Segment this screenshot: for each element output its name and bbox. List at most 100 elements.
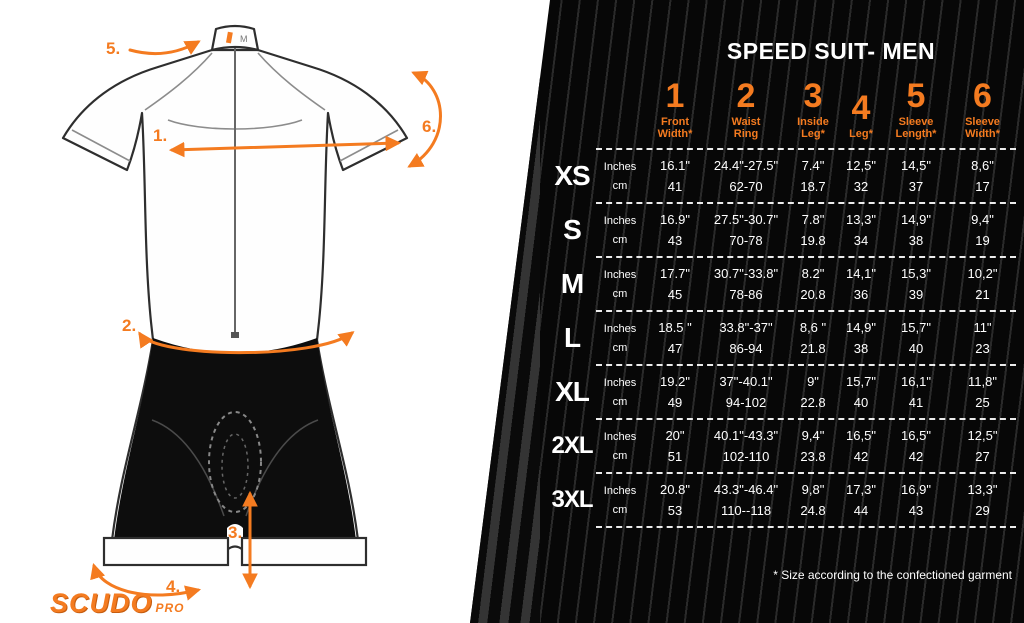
cm-value: 43 [908, 502, 924, 518]
cm-value: 21.8 [800, 340, 826, 356]
collar-logo-icon [225, 31, 233, 44]
value-cell: 8,6"17 [950, 158, 1015, 194]
row-separator [596, 202, 1016, 204]
arrow-5-shoulder [128, 40, 201, 56]
row-separator [596, 256, 1016, 258]
unit-cell: Inches cm [596, 161, 644, 192]
value-cell: 15,3"39 [882, 266, 950, 302]
inches-value: 20" [665, 427, 685, 443]
unit-inches: Inches [603, 430, 637, 443]
brand-name: SCUDO [50, 588, 153, 618]
column-label: Inside Leg* [797, 116, 829, 140]
unit-cm: cm [612, 503, 628, 516]
unit-inches: Inches [603, 268, 637, 281]
cm-value: 41 [667, 178, 683, 194]
unit-inches: Inches [603, 214, 637, 227]
value-cell: 8,6 " 21.8 [786, 319, 840, 356]
cm-value: 34 [853, 232, 869, 248]
value-cell: 12,5"27 [950, 427, 1015, 464]
cm-value: 42 [853, 448, 869, 464]
cm-value: 29 [975, 502, 990, 518]
unit-cm: cm [612, 179, 628, 192]
inches-value: 8,6 " [799, 319, 827, 335]
cm-value: 20.8 [800, 286, 826, 302]
brand-suffix: PRO [155, 601, 185, 615]
value-cell: 37"-40.1" 94-102 [706, 373, 786, 410]
row-separator [596, 526, 1016, 528]
inches-value: 16.9" [660, 211, 690, 227]
column-number: 6 [973, 77, 992, 115]
unit-inches: Inches [603, 160, 637, 173]
label-3: 3. [228, 523, 242, 542]
inches-value: 20.8" [660, 481, 690, 497]
inches-value: 14,1" [846, 265, 876, 281]
cm-value: 43 [667, 232, 683, 248]
inches-value: 16.1" [660, 157, 690, 173]
cm-value: 24.8 [800, 502, 826, 518]
column-label: Sleeve Width* [965, 116, 1000, 140]
inches-value: 17,3" [846, 481, 876, 497]
value-cell: 7.8"19.8 [786, 212, 840, 248]
measurement-arrows [90, 40, 442, 601]
row-separator [596, 364, 1016, 366]
cm-value: 51 [667, 448, 683, 464]
label-2: 2. [122, 316, 136, 335]
inches-value: 12,5" [967, 427, 998, 443]
value-cell: 14,1" 36 [840, 265, 882, 302]
shorts [114, 338, 356, 540]
label-5: 5. [106, 39, 120, 58]
cm-value: 41 [908, 394, 924, 410]
inches-value: 27.5"-30.7" [713, 211, 779, 227]
cm-value: 17 [975, 178, 990, 194]
value-cell: 9,8" 24.8 [786, 481, 840, 518]
inches-value: 37"-40.1" [719, 373, 773, 389]
label-6: 6. [422, 117, 436, 136]
inches-value: 14,9" [901, 211, 931, 227]
label-4: 4. [166, 577, 180, 596]
row-separator [596, 472, 1016, 474]
value-cell: 11,8"25 [950, 374, 1015, 410]
cm-value: 36 [853, 286, 869, 302]
unit-cm: cm [612, 233, 628, 246]
value-cell: 10,2"21 [950, 266, 1015, 302]
column-label: Waist Ring [731, 116, 761, 140]
zipper-stop [231, 332, 239, 338]
cm-value: 102-110 [722, 448, 770, 464]
arrow-1-front-width [168, 135, 402, 158]
unit-cell: Inches cm [596, 215, 644, 246]
inches-value: 17.7" [660, 265, 690, 281]
inches-value: 9,8" [801, 481, 825, 497]
cm-value: 49 [667, 394, 683, 410]
value-cell: 43.3"-46.4"110--118 [706, 482, 786, 518]
row-separator [596, 310, 1016, 312]
value-cell: 16,5"42 [882, 428, 950, 464]
value-cell: 16,5"42 [840, 428, 882, 464]
size-label: L [563, 322, 581, 353]
inches-value: 14,5" [901, 157, 931, 173]
value-cell: 16,9"43 [882, 482, 950, 518]
chamois-outline [208, 411, 262, 513]
value-cell: 7.4"18.7 [786, 158, 840, 194]
cm-value: 94-102 [725, 394, 767, 410]
cm-value: 18.7 [800, 178, 826, 194]
size-label: 3XL [551, 486, 593, 513]
cm-value: 110--118 [720, 502, 772, 518]
collar [210, 24, 260, 52]
inches-value: 9" [807, 373, 819, 389]
page-title: SPEED SUIT- MEN [726, 38, 936, 64]
value-cell: 17.7"45 [644, 265, 706, 302]
unit-inches: Inches [603, 376, 637, 389]
cm-value: 21 [975, 286, 990, 302]
unit-cm: cm [612, 395, 628, 408]
